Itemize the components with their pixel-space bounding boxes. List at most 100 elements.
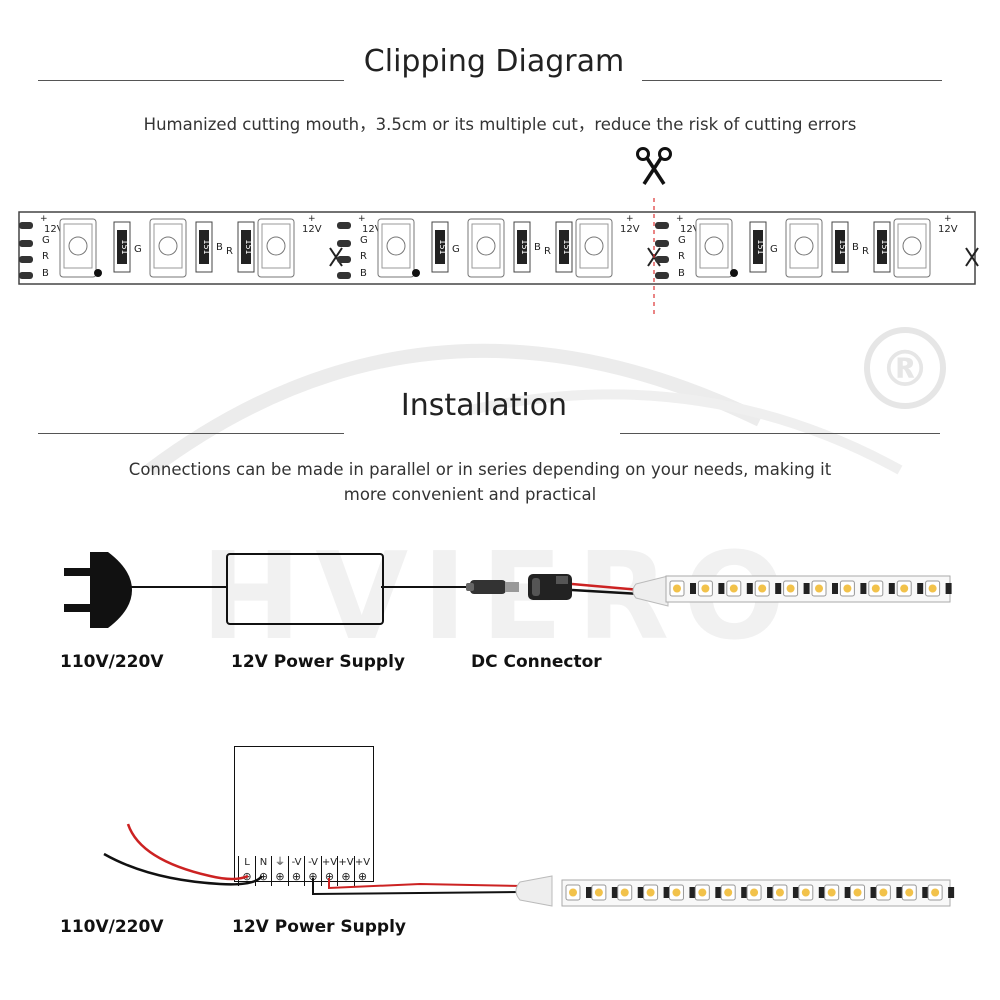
strip-led-chip [801,888,810,897]
strip-led-chip [928,584,937,593]
pcb-label-plus: + [40,214,48,224]
diagram1-connector-label: DC Connector [471,652,602,672]
pcb-label-r: R [678,251,685,262]
installation-rule-right [620,433,940,434]
strip-resistor [832,583,838,594]
pcb-label-voltage: 12V [680,224,700,235]
pcb-label-r: R [226,246,233,257]
strip-resistor [586,887,592,898]
pcb-label-plus: + [676,214,684,224]
strip-resistor [945,583,952,594]
pcb-label-b: B [42,268,49,279]
installation-rule-left [38,433,344,434]
pcb-label-r: R [360,251,367,262]
strip-resistor [690,583,696,594]
strip-led-chip [672,888,681,897]
strip-resistor [689,887,696,898]
strip-led-chip [673,584,681,593]
terminal-screw-icon: ⊕ [308,870,318,883]
strip-resistor [746,583,753,594]
strip-led-chip [815,584,823,593]
pcb-label-voltage: 12V [302,224,322,235]
terminal-label: N [259,857,268,868]
terminal-block: L⊕N⊕⏚⊕-V⊕-V⊕+V⊕+V⊕+V⊕ [238,856,372,886]
pcb-label-g: G [360,235,368,246]
pcb-label-resistor: 151 [438,239,447,254]
strip-resistor [803,583,810,594]
strip-led-chip [931,888,940,897]
terminal-4: -V ⊕ [304,856,321,886]
strip-resistor [718,583,725,594]
strip-resistor [888,583,895,594]
terminal-6: +V⊕ [337,856,354,886]
pcb-label-resistor: 151 [520,239,529,254]
strip-led-chip [724,888,733,897]
pcb-label-resistor: 151 [120,239,129,254]
clipping-title: Clipping Diagram [363,44,625,79]
strip-led-chip [594,888,603,897]
strip-led-chip [843,584,852,593]
strip-resistor [775,583,782,594]
strip-resistor [844,887,851,898]
wall-plug-icon [64,552,132,628]
terminal-screw-icon: ⊕ [275,870,285,883]
diagram1-wiring [130,574,669,607]
diagram2-wiring [103,823,553,907]
strip-led-chip [729,584,738,593]
terminal-screw-icon: ⊕ [341,870,351,883]
pcb-label-b: B [216,242,223,253]
pcb-label-g: G [134,244,142,255]
strip-led-chip [775,888,784,897]
led-strip-diagram2 [561,879,955,907]
strip-resistor [792,887,799,898]
strip-led-chip [871,584,880,593]
pcb-label-g: G [42,235,50,246]
terminal-label: -V [308,857,318,868]
pcb-label-r: R [544,246,551,257]
strip-resistor [922,887,929,898]
strip-led-chip [698,888,707,897]
terminal-screw-icon: ⊕ [258,870,269,883]
pcb-label-voltage: 12V [44,224,64,235]
strip-led-chip [701,584,710,593]
led-strip-diagram1 [665,575,952,603]
pcb-label-resistor: 151 [244,239,253,254]
terminal-3: -V⊕ [287,856,305,886]
pcb-label-resistor: 151 [562,239,571,254]
terminal-5: +V ⊕ [320,856,338,886]
pcb-label-resistor: 151 [838,239,847,254]
terminal-screw-icon: ⊕ [324,870,335,883]
terminal-label: -V [291,857,302,868]
strip-led-chip [879,888,888,897]
terminal-label: +V [321,857,338,868]
terminal-label: L [244,857,250,868]
pcb-label-resistor: 151 [880,239,889,254]
pcb-label-g: G [678,235,686,246]
strip-led-chip [758,584,767,593]
pcb-label-g: G [452,244,460,255]
pcb-label-voltage: 12V [620,224,640,235]
pcb-label-plus: + [626,214,634,224]
terminal-1: N⊕ [254,856,272,886]
strip-led-chip [750,888,759,897]
diagram1-supply-label: 12V Power Supply [231,652,406,672]
strip-resistor [948,887,955,898]
strip-resistor [860,583,867,594]
power-supply-box-1 [226,553,384,625]
strip-resistor [917,583,924,594]
strip-led-chip [786,584,795,593]
strip-led-chip [646,888,655,897]
diagram1-plug-label: 110V/220V [60,652,164,672]
strip-resistor [870,887,877,898]
terminal-screw-icon: ⊕ [357,870,368,883]
pcb-label-b: B [852,242,859,253]
pcb-label-g: G [770,244,778,255]
clipping-rule-right [642,80,942,81]
terminal-label: ⏚ [275,857,285,868]
terminal-label: +V [354,857,371,868]
pcb-label-plus: + [308,214,316,224]
pcb-label-b: B [360,268,367,279]
terminal-7: +V ⊕ [353,856,371,886]
pcb-label-voltage: 12V [938,224,958,235]
